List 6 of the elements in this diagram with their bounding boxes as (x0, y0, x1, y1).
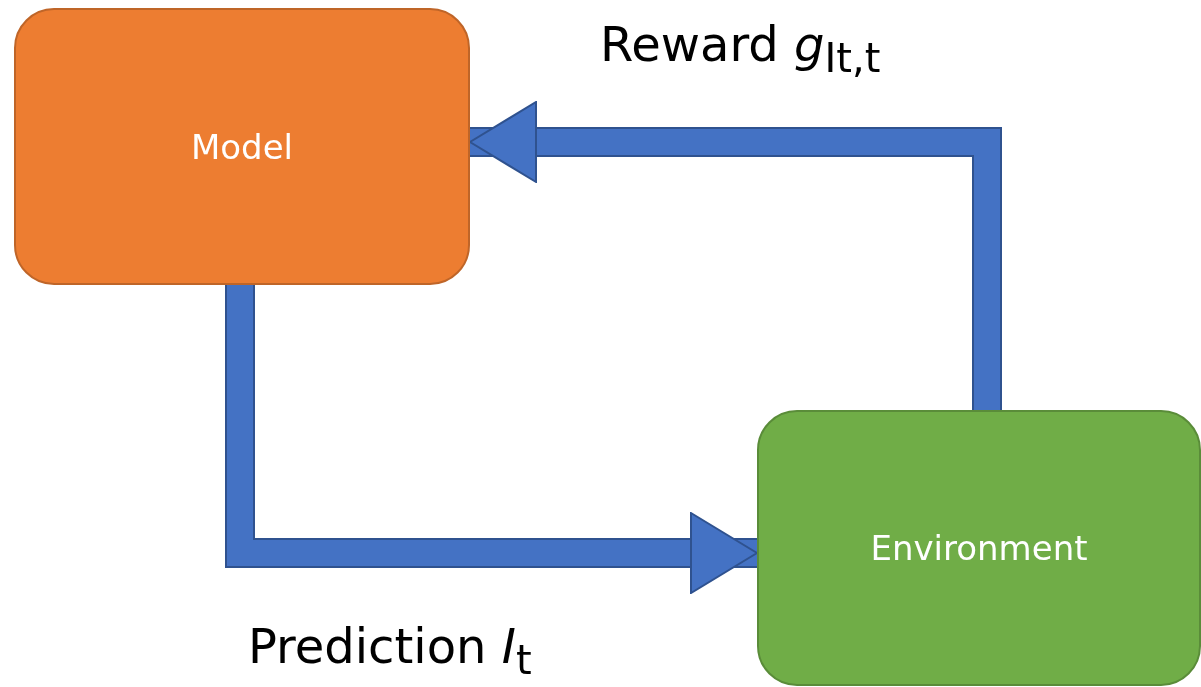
node-label: Model (190, 126, 294, 167)
block-arrow (227, 285, 758, 594)
block-arrow (469, 101, 1000, 410)
process-box (757, 410, 1201, 686)
node-label: Environment (870, 528, 1088, 568)
process-box (14, 8, 470, 285)
